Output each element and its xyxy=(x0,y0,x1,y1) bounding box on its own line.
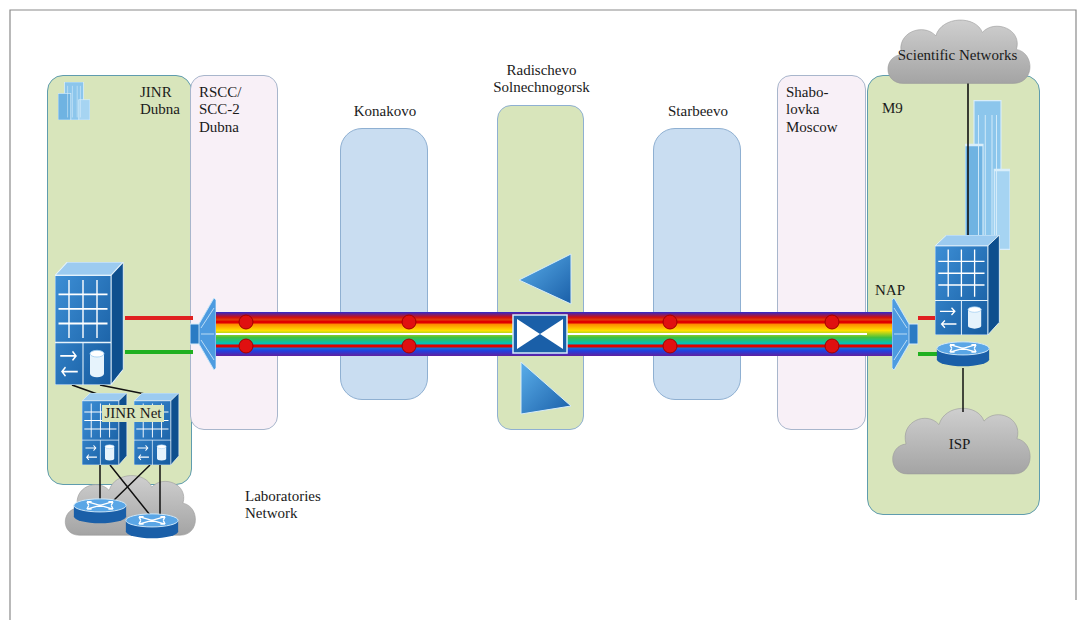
label-holder: JINR Net xyxy=(93,404,173,422)
wire xyxy=(962,368,964,412)
fiber-band xyxy=(214,312,894,356)
cloud-outline xyxy=(65,476,195,536)
switch-icon xyxy=(55,262,123,385)
amplifier-dot xyxy=(825,339,839,353)
site-name: Starbeevo xyxy=(642,103,754,120)
site-panel: JINR Dubna xyxy=(47,75,192,485)
fiber-band xyxy=(214,312,894,356)
fiber-link xyxy=(125,318,937,354)
fiber-link xyxy=(125,352,937,354)
switch-icon xyxy=(82,393,127,465)
site-name: Shabo- lovka Moscow xyxy=(786,84,846,136)
network-cloud: ISP xyxy=(885,400,1035,488)
site-name: RSCC/ SCC-2 Dubna xyxy=(199,84,261,136)
multiplexer-icon xyxy=(190,298,216,370)
site-name: JINR Dubna xyxy=(140,84,186,119)
device-label: NAP xyxy=(873,282,907,299)
building-icon xyxy=(965,100,1010,250)
router-icon xyxy=(74,499,126,523)
amplifier-dot xyxy=(663,339,677,353)
site-name: M9 xyxy=(882,100,922,117)
amplifier-dot xyxy=(663,315,677,329)
connector xyxy=(192,333,867,335)
switch-icon xyxy=(134,393,179,465)
amplifier-dot xyxy=(239,339,253,353)
label-holder: NAP xyxy=(873,281,913,299)
network-name: ISP xyxy=(949,436,971,453)
network-label: JINR Net xyxy=(102,405,163,422)
wire xyxy=(72,385,150,395)
text-holder: Shabo- lovka Moscow xyxy=(786,84,846,136)
network-cloud: Scientific Networks xyxy=(880,12,1035,97)
amplifier-dot xyxy=(402,315,416,329)
fiber-link xyxy=(125,316,937,320)
amplifier-dot xyxy=(239,315,253,329)
cloud-shape xyxy=(58,468,200,548)
amplifier-dot xyxy=(402,339,416,353)
text-holder: M9 xyxy=(882,100,922,117)
amplifier-triangle xyxy=(521,362,571,414)
cross-connect-icon xyxy=(540,319,563,349)
connector xyxy=(967,83,969,236)
text-holder: Radischevo Solnechnogorsk xyxy=(476,62,607,97)
text-holder: Konakovo xyxy=(329,103,441,120)
text-holder: Scientific Networks xyxy=(890,16,1025,96)
multiplexer-icon xyxy=(892,298,918,370)
site-box: Radischevo Solnechnogorsk xyxy=(497,105,584,430)
amplifier-dot xyxy=(239,315,839,353)
cloud-outline xyxy=(888,20,1030,83)
amplifier-dot xyxy=(825,315,839,329)
router-icon xyxy=(126,514,178,538)
cross-connect-icon xyxy=(513,315,567,353)
wire xyxy=(100,465,160,515)
cross-connect-icon xyxy=(517,319,540,349)
site-box: Starbeevo xyxy=(653,128,741,400)
text-holder: Starbeevo xyxy=(642,103,754,120)
building-icon xyxy=(58,82,90,120)
amplifier-triangle xyxy=(519,254,571,304)
figure-frame xyxy=(10,10,1076,620)
network-cloud: Laboratories Network xyxy=(58,468,200,548)
site-name: Radischevo Solnechnogorsk xyxy=(476,62,607,97)
router-icon xyxy=(937,342,989,366)
cloud-outline xyxy=(892,408,1029,474)
text-holder: Laboratories Network xyxy=(245,488,365,523)
site-box: Konakovo xyxy=(340,128,428,400)
site-box: RSCC/ SCC-2 Dubna xyxy=(190,75,278,430)
text-holder: ISP xyxy=(895,404,1025,486)
connector-layer xyxy=(192,83,968,334)
network-name: Laboratories Network xyxy=(245,488,365,523)
switch-icon xyxy=(935,235,999,335)
cross-connect-icon xyxy=(513,315,567,353)
fiber-band xyxy=(214,322,894,346)
site-name: Konakovo xyxy=(329,103,441,120)
wire xyxy=(72,368,963,515)
network-name: Scientific Networks xyxy=(898,47,1018,64)
text-holder: RSCC/ SCC-2 Dubna xyxy=(199,84,261,136)
site-box: Shabo- lovka Moscow xyxy=(777,75,866,430)
text-holder: JINR Dubna xyxy=(140,84,186,119)
